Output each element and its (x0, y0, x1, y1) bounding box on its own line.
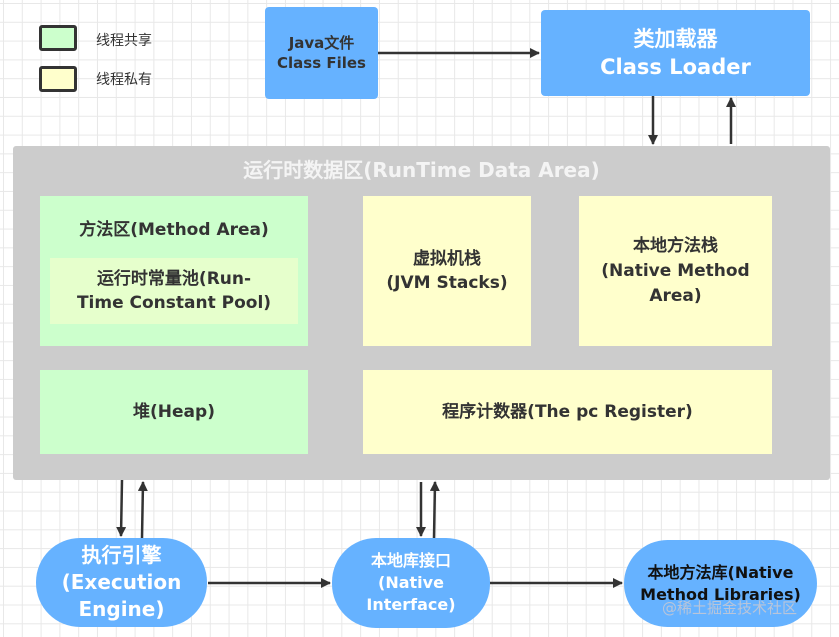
heap[interactable]: 堆(Heap) (40, 370, 308, 454)
watermark: @稀土掘金技术社区 (662, 599, 798, 617)
java-files-label: Java文件 (288, 34, 355, 52)
class-loader-en-label: Class Loader (600, 55, 751, 79)
native-method-libraries-node[interactable]: 本地方法库(Native Method Libraries) (624, 540, 817, 627)
native-libraries-line2: Method Libraries) (640, 584, 801, 604)
execution-engine-line2: (Execution (61, 570, 182, 594)
method-area-title: 方法区(Method Area) (79, 220, 269, 240)
jvm-stacks[interactable]: 虚拟机栈 (JVM Stacks) (363, 196, 531, 346)
pc-register-label: 程序计数器(The pc Register) (442, 402, 693, 422)
method-area[interactable]: 方法区(Method Area) 运行时常量池(Run- Time Consta… (40, 196, 308, 346)
legend-swatch-shared (39, 25, 77, 51)
native-interface-line3: Interface) (366, 595, 456, 614)
runtime-constant-pool[interactable]: 运行时常量池(Run- Time Constant Pool) (50, 258, 298, 324)
legend-swatch-private (39, 66, 77, 92)
class-loader-cn-label: 类加载器 (633, 27, 718, 51)
execution-engine-line1: 执行引擎 (81, 543, 162, 567)
class-loader-node[interactable]: 类加载器 Class Loader (541, 10, 810, 96)
pc-register[interactable]: 程序计数器(The pc Register) (363, 370, 772, 454)
constant-pool-line2: Time Constant Pool) (76, 293, 272, 313)
arrow-engine-to-runtime (137, 481, 148, 539)
heap-label: 堆(Heap) (133, 402, 215, 422)
jvm-stacks-cn-label: 虚拟机栈 (413, 249, 481, 269)
runtime-data-area-title: 运行时数据区(RunTime Data Area) (243, 158, 600, 182)
legend-label-private: 线程私有 (96, 72, 152, 88)
native-interface-line2: (Native (378, 573, 444, 592)
constant-pool-line1: 运行时常量池(Run- (96, 269, 252, 289)
execution-engine-line3: Engine) (78, 597, 165, 621)
java-class-files-node[interactable]: Java文件 Class Files (265, 7, 378, 99)
native-libraries-line1: 本地方法库(Native (647, 562, 794, 582)
legend-label-shared: 线程共享 (96, 33, 152, 49)
native-method-stack-line2: (Native Method (601, 260, 750, 281)
execution-engine-node[interactable]: 执行引擎 (Execution Engine) (36, 538, 207, 627)
jvm-stacks-en-label: (JVM Stacks) (386, 273, 508, 293)
native-method-stack-line3: Area) (649, 285, 702, 306)
native-method-stack-line1: 本地方法栈 (633, 235, 718, 256)
native-interface-line1: 本地库接口 (370, 551, 451, 570)
native-method-stack[interactable]: 本地方法栈 (Native Method Area) (579, 196, 772, 346)
class-files-label: Class Files (277, 54, 366, 72)
arrow-interface-to-runtime (429, 481, 440, 539)
arrow-runtime-to-engine (116, 479, 127, 537)
native-interface-node[interactable]: 本地库接口 (Native Interface) (332, 538, 490, 628)
